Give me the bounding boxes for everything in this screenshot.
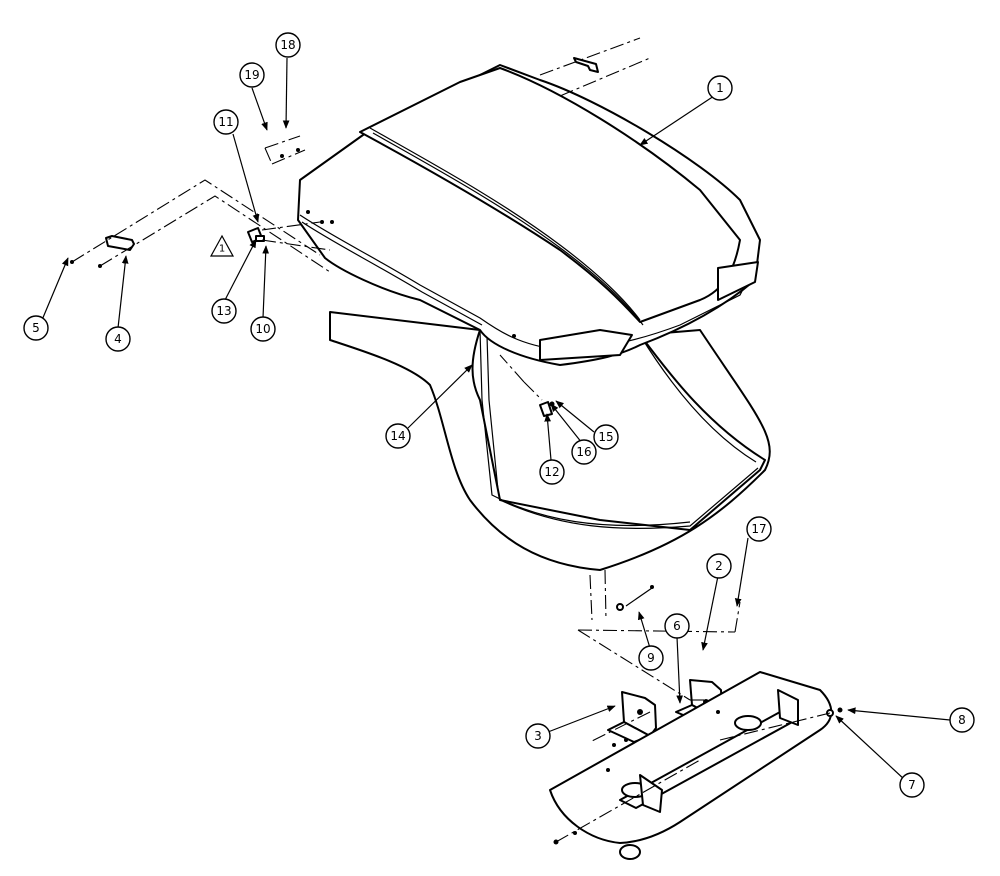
svg-text:16: 16 (576, 445, 591, 459)
callout-19: 19 (239, 62, 265, 88)
svg-text:14: 14 (390, 429, 405, 443)
svg-text:1: 1 (219, 244, 225, 255)
callout-18: 18 (275, 32, 301, 58)
svg-text:19: 19 (244, 68, 259, 82)
svg-text:7: 7 (908, 778, 916, 792)
callout-7: 7 (899, 772, 925, 798)
callout-17: 17 (746, 516, 772, 542)
svg-text:3: 3 (534, 729, 542, 743)
callout-5: 5 (23, 315, 49, 341)
bracket-3 (607, 691, 657, 743)
leader-lines (41, 57, 951, 781)
svg-text:18: 18 (280, 38, 295, 52)
callout-9: 9 (638, 645, 664, 671)
svg-text:5: 5 (32, 321, 40, 335)
hardware (70, 148, 843, 845)
callout-10: 10 (250, 316, 276, 342)
callout-13: 13 (211, 298, 237, 324)
revision-triangle-icon: 1 (209, 234, 235, 257)
svg-text:8: 8 (958, 713, 966, 727)
svg-text:1: 1 (716, 81, 724, 95)
base-plate (549, 671, 833, 860)
callout-15: 15 (593, 424, 619, 450)
svg-text:6: 6 (673, 619, 681, 633)
lower-shroud (329, 311, 771, 571)
callout-16: 16 (571, 439, 597, 465)
callout-1: 1 (707, 75, 733, 101)
svg-text:2: 2 (715, 559, 723, 573)
svg-text:10: 10 (255, 322, 270, 336)
svg-text:15: 15 (598, 430, 613, 444)
callout-6: 6 (664, 613, 690, 639)
callout-3: 3 (525, 723, 551, 749)
callout-11: 11 (213, 109, 239, 135)
callout-2: 2 (706, 553, 732, 579)
svg-text:17: 17 (751, 522, 766, 536)
callout-12: 12 (539, 459, 565, 485)
bracket-4 (105, 235, 135, 251)
svg-text:13: 13 (216, 304, 231, 318)
callout-14: 14 (385, 423, 411, 449)
svg-text:11: 11 (218, 115, 233, 129)
callout-4: 4 (105, 326, 131, 352)
svg-text:12: 12 (544, 465, 559, 479)
svg-text:4: 4 (114, 332, 122, 346)
callout-8: 8 (949, 707, 975, 733)
assembly-lines (71, 37, 831, 843)
svg-text:9: 9 (647, 651, 655, 665)
clip-top (573, 57, 599, 73)
